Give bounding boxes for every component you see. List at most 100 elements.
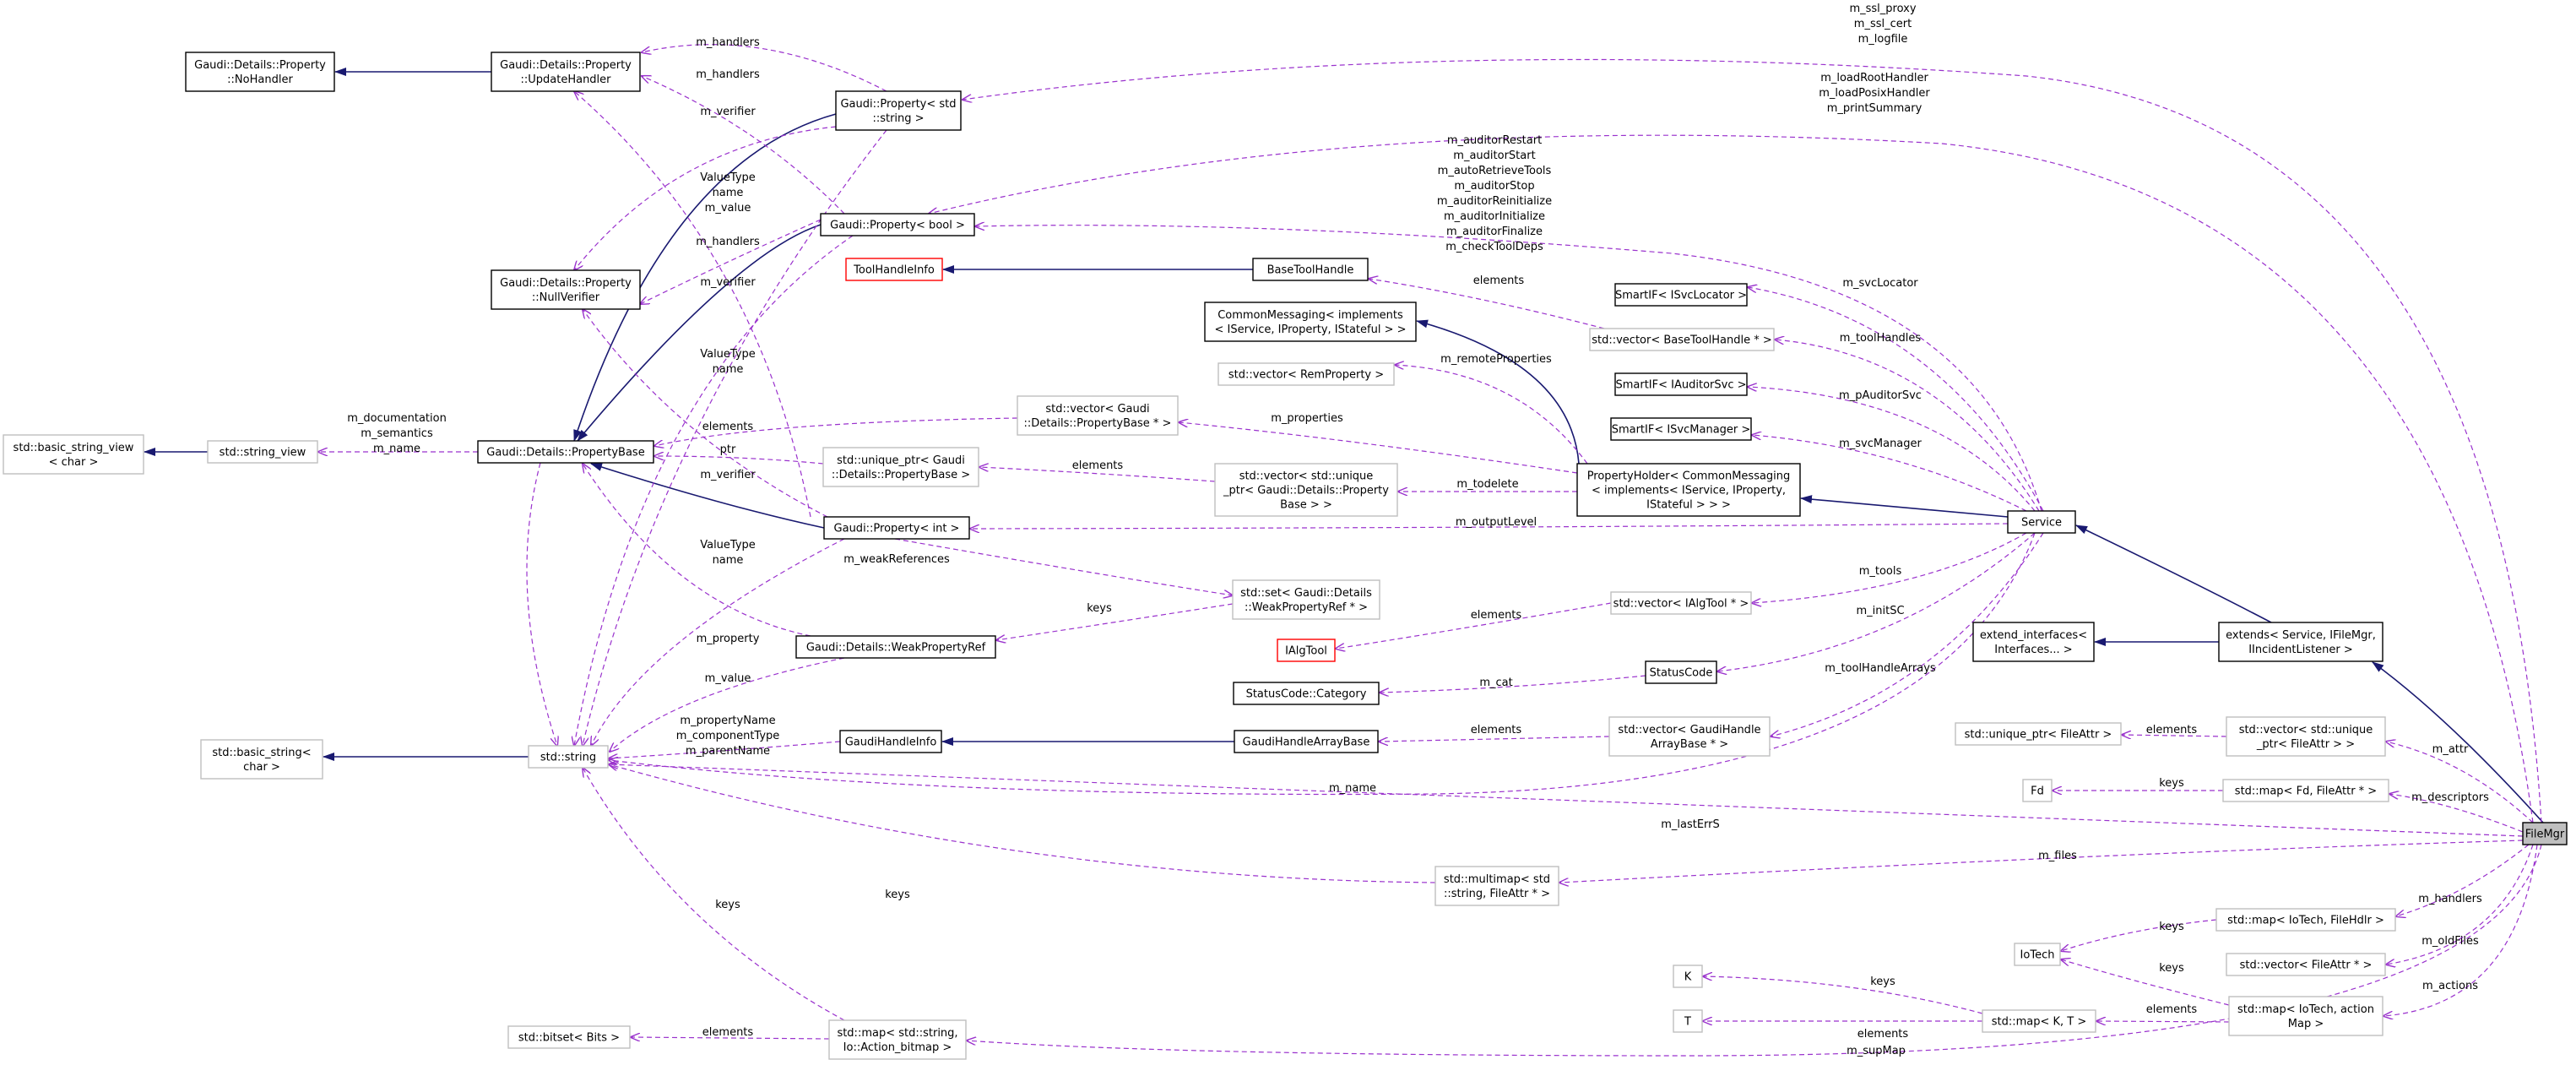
class-box xyxy=(1673,1009,1703,1033)
class-node-smart_auditor[interactable]: SmartIF< IAuditorSvc > xyxy=(1614,372,1748,396)
class-name-line: ::UpdateHandler xyxy=(520,73,611,86)
class-node-uniqueptr_fileattr[interactable]: std::unique_ptr< FileAttr > xyxy=(1955,722,2122,746)
class-box xyxy=(2522,822,2568,845)
edge-label: m_tools xyxy=(1859,565,1902,578)
class-node-t[interactable]: T xyxy=(1673,1009,1703,1033)
class-node-basic_string[interactable]: std::basic_string<char > xyxy=(200,739,323,780)
class-node-vec_uniqueprop[interactable]: std::vector< std::unique_ptr< Gaudi::Det… xyxy=(1214,463,1398,517)
class-node-service[interactable]: Service xyxy=(2007,510,2076,534)
class-node-updatehandler[interactable]: Gaudi::Details::Property::UpdateHandler xyxy=(491,52,641,92)
class-node-sc_category[interactable]: StatusCode::Category xyxy=(1233,682,1380,705)
class-node-map_action[interactable]: std::map< std::string,Io::Action_bitmap … xyxy=(828,1019,967,1060)
class-node-filemgr[interactable]: FileMgr xyxy=(2522,822,2568,845)
class-node-prop_bool[interactable]: Gaudi::Property< bool > xyxy=(820,213,975,236)
class-node-commonmsg[interactable]: CommonMessaging< implements< IService, I… xyxy=(1204,302,1417,342)
class-node-basetoolhandle[interactable]: BaseToolHandle xyxy=(1252,258,1369,281)
class-box xyxy=(1214,463,1398,517)
edge-label: m_autoRetrieveTools xyxy=(1438,165,1552,177)
class-node-basic_string_view[interactable]: std::basic_string_view< char > xyxy=(3,434,144,475)
class-node-nullverifier[interactable]: Gaudi::Details::Property::NullVerifier xyxy=(491,269,641,310)
class-node-propbase[interactable]: Gaudi::Details::PropertyBase xyxy=(477,440,654,464)
class-node-iotech[interactable]: IoTech xyxy=(2014,943,2061,966)
class-box xyxy=(1232,579,1380,620)
class-node-statuscode[interactable]: StatusCode xyxy=(1645,660,1717,684)
class-name-line: ArrayBase * > xyxy=(1651,738,1728,751)
class-node-nohandler[interactable]: Gaudi::Details::Property::NoHandler xyxy=(185,52,335,92)
class-node-vec_gaudihandle[interactable]: std::vector< GaudiHandleArrayBase * > xyxy=(1608,716,1771,757)
class-node-vec_fileattr[interactable]: std::vector< FileAttr * > xyxy=(2226,953,2386,976)
class-node-map_kt[interactable]: std::map< K, T > xyxy=(1982,1009,2096,1033)
edge-label: m_logfile xyxy=(1858,33,1908,46)
class-node-multimap[interactable]: std::multimap< std::string, FileAttr * > xyxy=(1434,866,1559,906)
class-name-line: std::vector< IAlgTool * > xyxy=(1613,598,1749,611)
class-node-vec_basetool[interactable]: std::vector< BaseToolHandle * > xyxy=(1589,328,1775,351)
class-box xyxy=(828,1019,967,1060)
class-name-line: Gaudi::Property< std xyxy=(840,98,956,111)
edge-label: m_printSummary xyxy=(1827,102,1923,115)
class-box xyxy=(1234,730,1379,753)
class-node-set_weakref[interactable]: std::set< Gaudi::Details::WeakPropertyRe… xyxy=(1232,579,1380,620)
inheritance-edge-propholder-to-commonmsg xyxy=(1416,319,1580,465)
class-node-vec_propbase[interactable]: std::vector< Gaudi::Details::PropertyBas… xyxy=(1017,395,1179,436)
edge-label: m_auditorRestart xyxy=(1447,134,1542,147)
class-node-uniqueptr_propbase[interactable]: std::unique_ptr< Gaudi::Details::Propert… xyxy=(822,447,979,487)
class-node-smart_svcloc[interactable]: SmartIF< ISvcLocator > xyxy=(1614,283,1748,307)
usage-edge-service-to-smart_svcloc xyxy=(1748,287,2044,512)
class-name-line: std::vector< std::unique xyxy=(2239,724,2373,736)
class-name-line: Gaudi::Details::Property xyxy=(500,277,632,290)
class-node-vec_remprop[interactable]: std::vector< RemProperty > xyxy=(1217,362,1395,386)
inheritance-edge-prop_int-to-propbase xyxy=(590,463,825,529)
class-node-map_iotech_hdlr[interactable]: std::map< IoTech, FileHdlr > xyxy=(2215,908,2396,932)
class-node-prop_string[interactable]: Gaudi::Property< std::string > xyxy=(835,90,962,131)
inheritance-edge-filemgr-to-extends xyxy=(2372,661,2544,823)
edge-label: m_property xyxy=(697,633,760,645)
class-name-line: ::Details::PropertyBase > xyxy=(832,469,970,481)
class-node-bitset[interactable]: std::bitset< Bits > xyxy=(507,1025,631,1049)
class-node-ialgtool[interactable]: IAlgTool xyxy=(1277,639,1336,662)
edge-label: m_auditorStop xyxy=(1454,180,1534,193)
edge-label: m_initSC xyxy=(1856,605,1904,617)
class-box xyxy=(1645,660,1717,684)
class-node-propholder[interactable]: PropertyHolder< CommonMessaging< impleme… xyxy=(1576,463,1801,517)
class-node-extends[interactable]: extends< Service, IFileMgr,IIncidentList… xyxy=(2218,622,2383,662)
class-node-gh_info[interactable]: GaudiHandleInfo xyxy=(839,730,942,753)
class-node-string_view[interactable]: std::string_view xyxy=(207,440,318,464)
class-box xyxy=(1204,302,1417,342)
class-box xyxy=(1614,372,1748,396)
class-node-k[interactable]: K xyxy=(1673,965,1703,988)
inheritance-edge-prop_string-to-propbase xyxy=(573,113,837,442)
class-name-line: StatusCode xyxy=(1650,667,1713,680)
class-name-line: std::map< std::string, xyxy=(837,1027,957,1040)
usage-edge-vec_uniqueprop-to-uniqueptr_propbase xyxy=(979,467,1216,482)
class-node-weakpropref[interactable]: Gaudi::Details::WeakPropertyRef xyxy=(795,635,996,659)
class-node-vec_ialgtool[interactable]: std::vector< IAlgTool * > xyxy=(1610,591,1752,615)
edge-label: m_cat xyxy=(1479,677,1512,689)
edge-label: keys xyxy=(2159,962,2184,975)
edge-label: m_auditorReinitialize xyxy=(1437,195,1552,208)
class-node-vec_uniquefileattr[interactable]: std::vector< std::unique_ptr< FileAttr >… xyxy=(2226,716,2386,757)
class-node-fd[interactable]: Fd xyxy=(2022,779,2053,802)
usage-edge-filemgr-to-vec_fileattr xyxy=(2386,844,2534,965)
usage-edge-filemgr-to-std_string xyxy=(609,764,2524,837)
class-node-prop_int[interactable]: Gaudi::Property< int > xyxy=(823,516,970,540)
edge-label: m_checkToolDeps xyxy=(1445,241,1543,253)
class-name-line: IStateful > > > xyxy=(1646,499,1731,512)
edge-label: m_weakReferences xyxy=(843,553,950,566)
class-name-line: SmartIF< ISvcLocator > xyxy=(1615,290,1747,302)
class-box xyxy=(1614,283,1748,307)
edge-label: m_verifier xyxy=(700,276,756,289)
class-node-map_fd[interactable]: std::map< Fd, FileAttr * > xyxy=(2222,779,2389,802)
class-node-toolhandleinfo[interactable]: ToolHandleInfo xyxy=(845,258,943,281)
edge-label: m_outputLevel xyxy=(1456,516,1537,529)
usage-edge-prop_string-to-nullverifier xyxy=(574,126,837,270)
edge-label: elements xyxy=(1471,724,1522,736)
usage-edge-filemgr-to-prop_bool xyxy=(929,134,2534,823)
class-name-line: IAlgTool xyxy=(1285,645,1327,658)
class-node-std_string[interactable]: std::string xyxy=(528,745,609,769)
class-node-smart_svcmgr[interactable]: SmartIF< ISvcManager > xyxy=(1610,417,1752,441)
class-name-line: std::vector< std::unique xyxy=(1239,470,1374,483)
class-node-gh_arraybase[interactable]: GaudiHandleArrayBase xyxy=(1234,730,1379,753)
class-box xyxy=(795,635,996,659)
class-node-extend_if[interactable]: extend_interfaces<Interfaces... > xyxy=(1972,622,2095,662)
